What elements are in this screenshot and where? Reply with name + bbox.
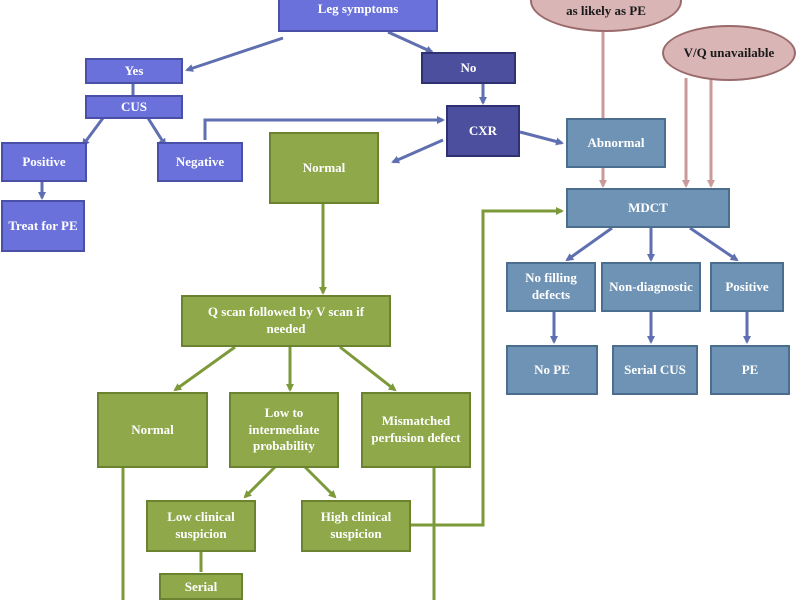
- node-no-filling-defects: No filling defects: [506, 262, 596, 312]
- arrow-cxr-to-normal: [391, 138, 444, 164]
- arrow-negative-to-cxr: [203, 116, 445, 140]
- node-high-clinical-suspicion: High clinical suspicion: [301, 500, 411, 552]
- node-normal-cxr: Normal: [269, 132, 379, 204]
- node-yes: Yes: [85, 58, 183, 84]
- arrow-leg-to-no: [387, 30, 434, 54]
- node-mismatched-perfusion: Mismatched perfusion defect: [361, 392, 471, 468]
- oval-vq-unavailable: V/Q unavailable: [662, 25, 796, 81]
- arrow-cus-to-positive: [81, 117, 105, 147]
- arrow-qscan-to-normal: [173, 345, 236, 392]
- arrow-cus-to-negative: [146, 117, 167, 147]
- node-serial: Serial: [159, 573, 243, 600]
- node-mdct: MDCT: [566, 188, 730, 228]
- node-low-clinical-suspicion: Low clinical suspicion: [146, 500, 256, 552]
- arrow-mdct-to-nofill: [565, 226, 613, 262]
- node-q-scan: Q scan followed by V scan if needed: [181, 295, 391, 347]
- node-positive-left: Positive: [1, 142, 87, 182]
- node-abnormal: Abnormal: [566, 118, 666, 168]
- node-normal-vq: Normal: [97, 392, 208, 468]
- node-no: No: [421, 52, 516, 84]
- arrow-lowint-to-lowclin: [243, 465, 277, 499]
- node-low-to-intermediate: Low to intermediate probability: [229, 392, 339, 468]
- node-no-pe: No PE: [506, 345, 598, 395]
- oval-as-likely-as-pe: as likely as PE: [530, 0, 682, 32]
- node-cus: CUS: [85, 95, 183, 119]
- node-pe: PE: [710, 345, 790, 395]
- node-negative: Negative: [157, 142, 243, 182]
- arrow-mdct-to-positive: [689, 226, 739, 262]
- arrow-leg-to-yes: [185, 36, 284, 72]
- node-serial-cus: Serial CUS: [612, 345, 698, 395]
- arrow-highclin-to-mdct: [410, 207, 564, 527]
- node-positive-right: Positive: [710, 262, 784, 312]
- node-non-diagnostic: Non-diagnostic: [601, 262, 701, 312]
- node-leg-symptoms: Leg symptoms: [278, 0, 438, 32]
- node-cxr: CXR: [446, 105, 520, 157]
- arrow-lowint-to-highclin: [303, 465, 337, 499]
- arrow-qscan-to-mismatched: [339, 345, 397, 392]
- arrow-cxr-to-abnormal: [519, 130, 564, 146]
- node-treat-for-pe: Treat for PE: [1, 200, 85, 252]
